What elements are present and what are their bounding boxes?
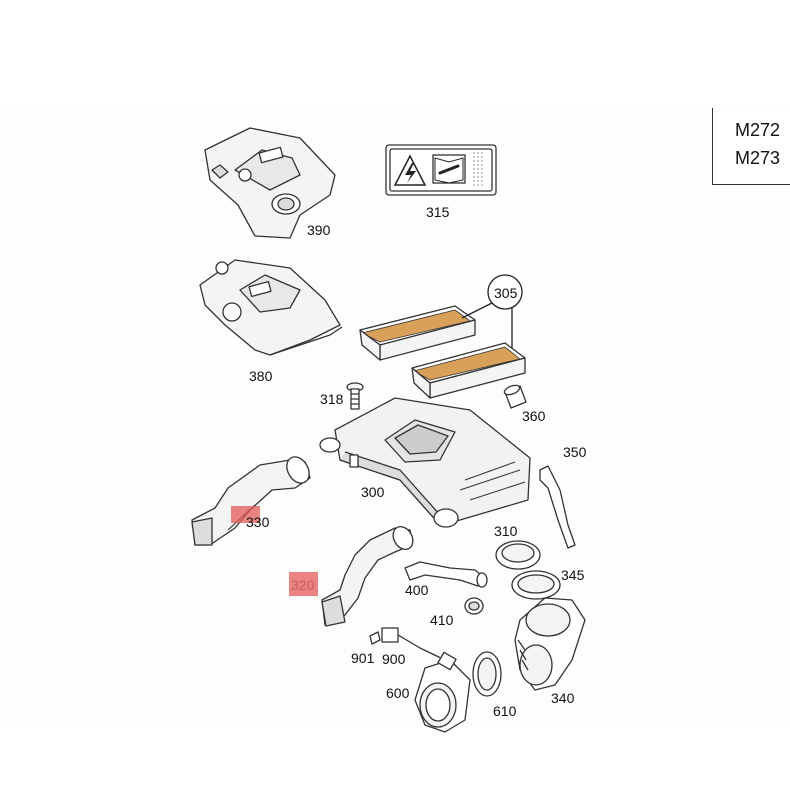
callout-318: 318	[320, 391, 344, 407]
highlight-320	[289, 572, 318, 596]
model-m273: M273	[735, 148, 781, 168]
wrench-book-icon	[432, 154, 466, 184]
screw	[346, 382, 364, 410]
sealing-ring-345	[511, 570, 561, 600]
sleeve	[503, 384, 527, 409]
callout-340: 340	[551, 690, 575, 706]
callout-305-circle	[461, 274, 523, 348]
intake-connector-340	[514, 597, 586, 691]
callout-305: 305	[494, 285, 518, 301]
intake-duct-320	[321, 526, 414, 627]
engine-cover-upper	[204, 127, 336, 239]
housing-seal	[539, 465, 576, 549]
hose-clip-410	[464, 597, 484, 615]
callout-360: 360	[522, 408, 546, 424]
callout-901: 901	[351, 650, 375, 666]
air-filter-elements	[359, 305, 526, 399]
callout-600: 600	[386, 685, 410, 701]
callout-400: 400	[405, 582, 429, 598]
callout-310: 310	[494, 523, 518, 539]
sensor-plug	[369, 627, 449, 669]
callout-315: 315	[426, 204, 450, 220]
callout-345: 345	[561, 567, 585, 583]
sealing-ring-310	[495, 540, 541, 570]
highlight-330	[231, 506, 260, 523]
engine-cover-lower	[199, 259, 343, 356]
callout-900: 900	[382, 651, 406, 667]
callout-390: 390	[307, 222, 331, 238]
intake-duct-330	[191, 456, 311, 546]
callout-380: 380	[249, 368, 273, 384]
callout-300: 300	[361, 484, 385, 500]
model-box: M272 M273	[712, 108, 790, 185]
callout-320: 320	[291, 577, 315, 593]
sticker-tiny-text	[473, 152, 483, 188]
callout-350: 350	[563, 444, 587, 460]
air-mass-sensor-600	[414, 651, 471, 733]
callout-330: 330	[246, 514, 270, 530]
callout-610: 610	[493, 703, 517, 719]
model-m272: M272	[735, 120, 781, 140]
callout-410: 410	[430, 612, 454, 628]
sealing-ring-610	[472, 651, 502, 697]
air-filter-housing	[319, 397, 531, 528]
hose-400	[404, 561, 488, 588]
lightning-warning-icon	[393, 154, 427, 186]
